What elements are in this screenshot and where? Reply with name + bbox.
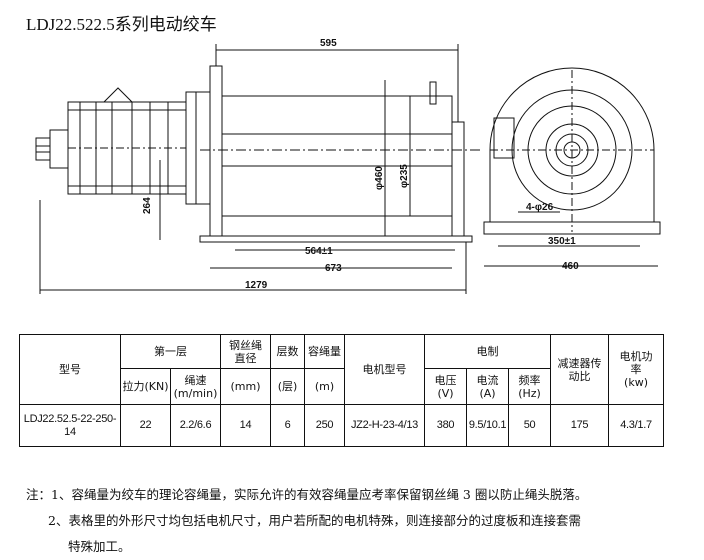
dim-core-dia: φ235 [399, 164, 410, 188]
motor-body [67, 87, 211, 205]
notes: 注：1、容绳量为绞车的理论容绳量，实际允许的有效容绳量应考率保留钢丝绳 3 圈以… [26, 482, 686, 560]
header-frequency: 频率(Hz) [507, 368, 552, 405]
cell-model: LDJ22.52.5-22-250-14 [19, 404, 121, 447]
cell-current: 9.5/10.1 [466, 404, 509, 447]
header-electrical: 电制 [423, 334, 552, 369]
height-dimension: 264 [142, 160, 161, 240]
dim-460: 460 [562, 261, 579, 272]
dim-350: 350±1 [548, 236, 576, 247]
header-motor-model: 电机型号 [344, 334, 425, 405]
header-current: 电流(A) [466, 368, 509, 405]
drum-assembly [199, 65, 480, 243]
header-pull: 拉力(KN) [120, 368, 171, 405]
header-capacity-unit: (m) [304, 368, 345, 405]
side-view: 350±1 460 4-φ26 [483, 67, 661, 272]
page-title: LDJ22.522.5系列电动绞车 [26, 15, 217, 34]
note-1: 注：1、容绳量为绞车的理论容绳量，实际允许的有效容绳量应考率保留钢丝绳 3 圈以… [26, 487, 588, 502]
cell-voltage: 380 [424, 404, 467, 447]
motor-end-cap [35, 129, 69, 169]
header-voltage: 电压(V) [424, 368, 467, 405]
cell-frequency: 50 [507, 404, 552, 447]
header-first-layer: 第一层 [120, 334, 221, 369]
header-rope-unit: (mm) [220, 368, 271, 405]
dim-1279: 1279 [245, 280, 268, 291]
dim-264: 264 [142, 197, 153, 214]
dim-564: 564±1 [305, 246, 333, 257]
header-layers-unit: (层) [270, 368, 305, 405]
spec-table: 型号 第一层 钢丝绳直径 层数 容绳量 电机型号 电制 减速器传动比 电机功率(… [19, 334, 665, 447]
header-model: 型号 [19, 334, 121, 405]
header-rope-dia: 钢丝绳直径 [220, 334, 271, 369]
cell-pull: 22 [120, 404, 171, 447]
header-speed: 绳速(m/min) [170, 368, 221, 405]
dim-drum-dia: φ460 [374, 166, 385, 190]
dim-673: 673 [325, 263, 342, 274]
front-dimension-lines: 595 564±1 673 1279 φ460 φ235 [39, 38, 467, 294]
cell-speed: 2.2/6.6 [170, 404, 221, 447]
cell-capacity: 250 [304, 404, 345, 447]
winch-technical-drawing: 264 595 564±1 673 1279 φ460 φ235 [35, 38, 661, 294]
note-2: 2、表格里的外形尺寸均包括电机尺寸，用户若所配的电机特殊，则连接部分的过度板和连… [48, 513, 581, 528]
dim-595: 595 [320, 38, 337, 49]
header-motor-power: 电机功率(kw) [608, 334, 665, 405]
cell-rope-dia: 14 [220, 404, 271, 447]
cell-motor-model: JZ2-H-23-4/13 [344, 404, 425, 447]
dim-bolt-holes: 4-φ26 [526, 202, 554, 213]
cell-power: 4.3/1.7 [608, 404, 665, 447]
header-capacity: 容绳量 [304, 334, 345, 369]
cell-layers: 6 [270, 404, 305, 447]
cell-ratio: 175 [550, 404, 610, 447]
header-reducer: 减速器传动比 [550, 334, 610, 405]
header-layers: 层数 [270, 334, 305, 369]
note-3: 特殊加工。 [68, 539, 131, 554]
table-row: LDJ22.52.5-22-250-14 22 2.2/6.6 14 6 250… [19, 404, 665, 447]
